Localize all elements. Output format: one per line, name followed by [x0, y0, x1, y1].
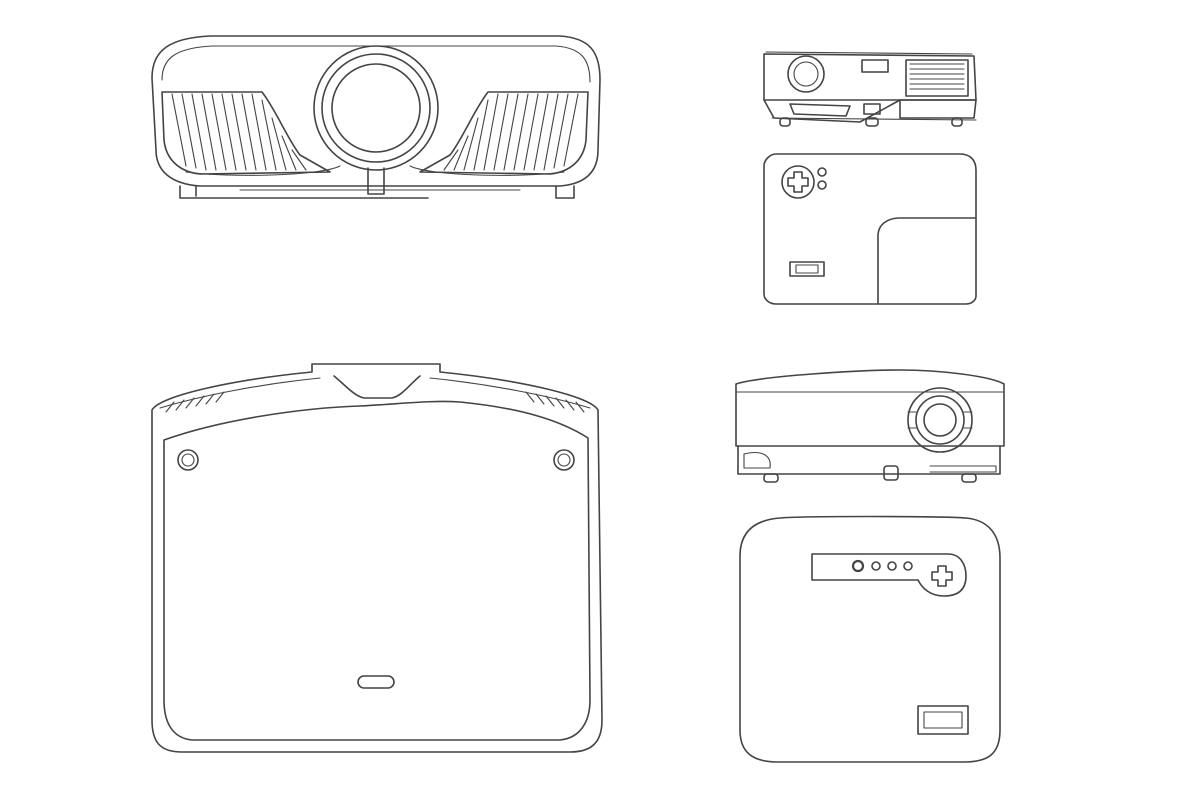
- projector-mid-front-view-icon: [735, 369, 1005, 483]
- projector-compact-front-view-icon: [763, 51, 977, 127]
- projector-large-front-view-icon: [151, 35, 601, 199]
- dpad-icon: [931, 565, 953, 587]
- right-vent-grille: [443, 93, 579, 171]
- side-vent: [909, 63, 965, 90]
- projector-large-top-view-icon: [151, 363, 603, 753]
- projector-mid-top-view-icon: [739, 515, 1001, 763]
- left-vent-grille: [171, 93, 307, 171]
- projector-compact-top-view-icon: [763, 153, 977, 305]
- indicator-slot: [357, 675, 395, 689]
- top-right-vent: [525, 391, 585, 413]
- dpad-icon: [787, 171, 809, 193]
- top-left-vent: [165, 391, 225, 413]
